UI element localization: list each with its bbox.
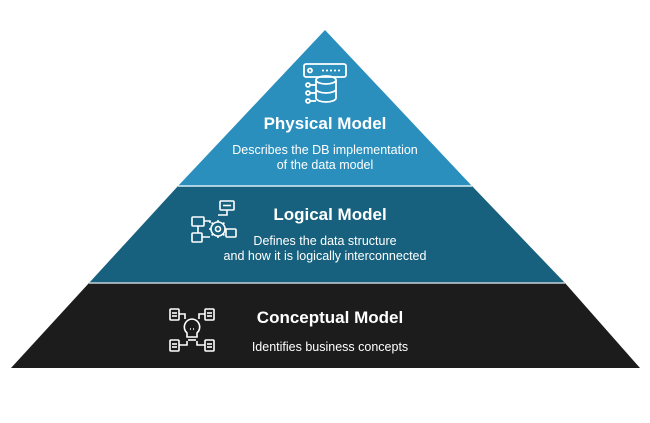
tier-physical-desc-line: Describes the DB implementation [232, 143, 418, 157]
tier-conceptual-title: Conceptual Model [256, 308, 404, 327]
tier-logical-shape [89, 186, 565, 283]
tier-logical-title: Logical Model [273, 205, 387, 224]
tier-physical-description: Describes the DB implementation of the d… [200, 143, 450, 173]
tier-conceptual-description: Identifies business concepts [220, 340, 440, 355]
tier-conceptual-desc-line: Identifies business concepts [251, 340, 409, 354]
tier-logical-desc-line: Defines the data structure [253, 234, 397, 248]
tier-physical-title: Physical Model [263, 114, 387, 133]
tier-conceptual-shape [11, 283, 640, 368]
flowchart-gear-icon [191, 200, 237, 243]
tier-physical-shape [178, 30, 472, 186]
database-server-icon [303, 63, 347, 104]
tier-logical-description: Defines the data structure and how it is… [190, 234, 460, 264]
tier-logical-desc-line: and how it is logically interconnected [223, 249, 427, 263]
lightbulb-network-icon [169, 308, 215, 352]
tier-physical-desc-line: of the data model [276, 158, 374, 172]
